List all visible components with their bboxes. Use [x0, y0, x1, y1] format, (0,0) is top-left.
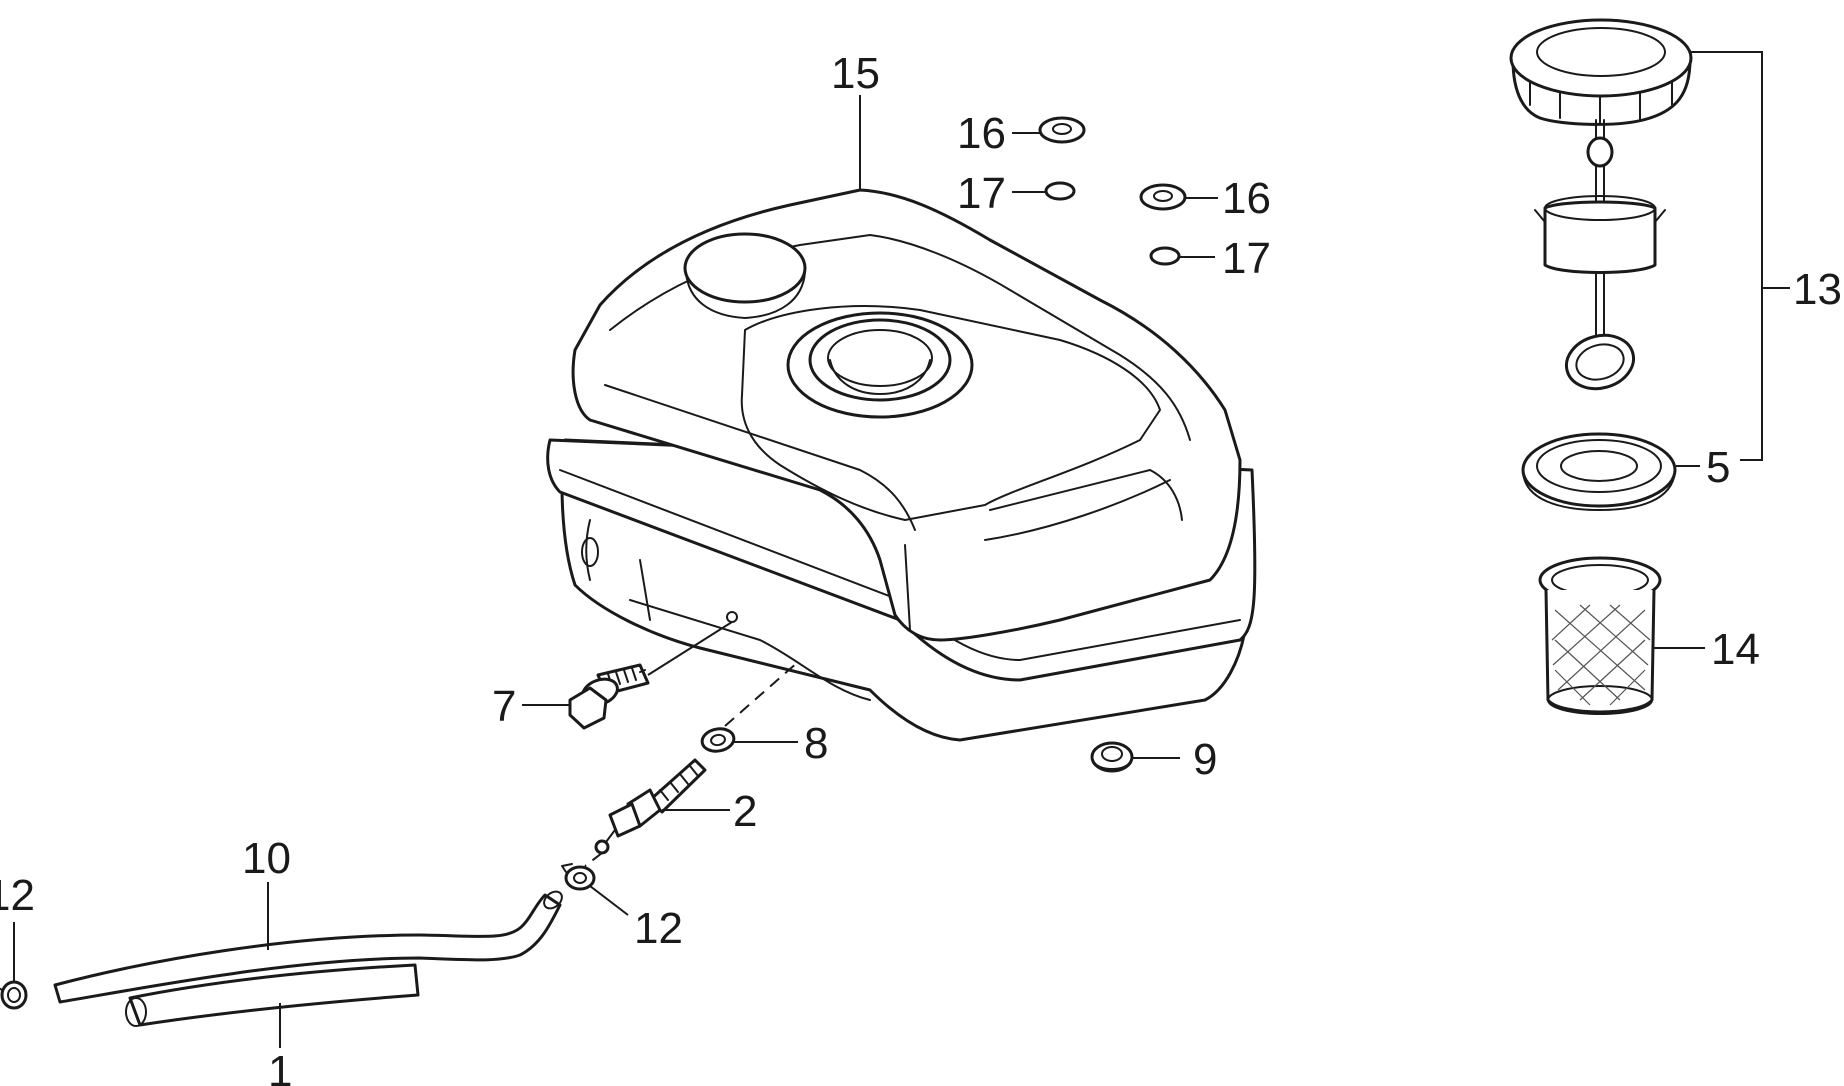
callout-13: 13	[1793, 265, 1842, 314]
leader-lines	[13, 51, 1790, 1048]
o-ring-17-lower	[1149, 246, 1181, 266]
fuel-strainer	[1538, 556, 1662, 715]
callout-17-upper: 17	[957, 169, 1006, 218]
callout-1: 1	[268, 1047, 292, 1086]
callout-5: 5	[1706, 443, 1730, 492]
callout-9: 9	[1193, 735, 1217, 784]
callout-17-lower: 17	[1222, 234, 1271, 283]
hose-clamp-12-left	[0, 980, 28, 1010]
o-ring-17-upper	[1044, 181, 1076, 201]
washer-16-lower	[1139, 183, 1187, 211]
fuel-valve-2	[594, 758, 707, 855]
fuel-hose-10	[53, 890, 563, 1004]
washer-8	[700, 727, 736, 753]
hose-clamp-12-right	[561, 863, 596, 891]
fuel-cap	[1509, 18, 1693, 126]
callout-2: 2	[733, 787, 757, 836]
cap-gasket	[1521, 432, 1677, 511]
callout-12-left: 12	[0, 871, 35, 920]
callout-12-right: 12	[634, 904, 683, 953]
washer-16-upper	[1038, 116, 1086, 144]
fuel-tank	[546, 188, 1257, 742]
fuel-hose-1	[125, 963, 420, 1027]
callout-8: 8	[804, 719, 828, 768]
callout-16-upper: 16	[957, 109, 1006, 158]
drain-plug-9	[1090, 741, 1134, 773]
callout-labels: 15 16 17 16 17 13 5 14 7 8 9 2 10 12 12 …	[0, 49, 1842, 1086]
callout-7: 7	[492, 682, 516, 731]
callout-10: 10	[242, 834, 291, 883]
callout-16-lower: 16	[1222, 174, 1271, 223]
callout-15: 15	[831, 49, 880, 98]
fuel-cap-tether	[1534, 119, 1666, 391]
bolt-7	[568, 663, 650, 730]
callout-14: 14	[1711, 625, 1760, 674]
